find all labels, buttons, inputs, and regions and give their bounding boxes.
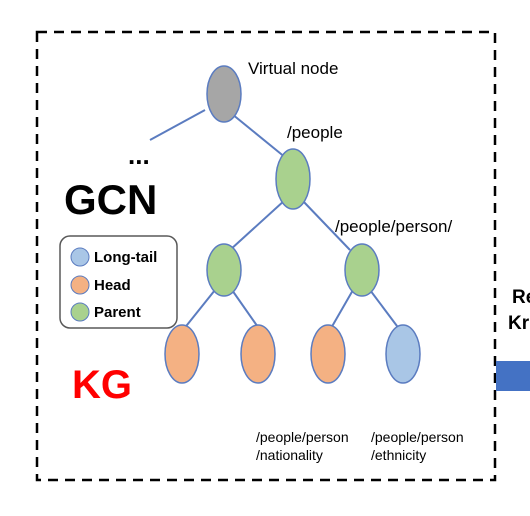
head-leaf-1: [164, 324, 200, 384]
edge-left-parent-to-leaf1: [182, 289, 216, 331]
legend-label-parent: Parent: [94, 304, 141, 321]
legend-swatch-head: [70, 275, 90, 295]
tree-edges: [149, 109, 401, 331]
leaf-nationality-line2: /nationality: [256, 447, 323, 463]
cut-off-blue-bar: [496, 361, 530, 391]
leaf-nationality-line1: /people/person: [256, 429, 349, 445]
ethnicity-node: [385, 324, 421, 384]
virtual-node: [206, 65, 242, 123]
left-parent-node: [206, 243, 242, 297]
edge-virtual-to-people: [231, 113, 287, 159]
edge-people-to-left-parent: [229, 199, 286, 251]
people-person-node: [344, 243, 380, 297]
leaf-ethnicity-line2: /ethnicity: [371, 447, 426, 463]
legend: Long-tail Head Parent: [59, 235, 178, 329]
cut-off-text-line2: Kr: [508, 313, 530, 334]
head-leaf-2: [240, 324, 276, 384]
people-person-label: /people/person/: [335, 217, 452, 236]
edge-people-to-right-parent: [301, 199, 351, 251]
leaf-ethnicity-line1: /people/person: [371, 429, 464, 445]
edge-virtual-to-ellipsis: [149, 109, 206, 141]
edge-left-parent-to-leaf2: [231, 289, 261, 331]
people-node: [275, 148, 311, 210]
kg-label: KG: [72, 363, 132, 407]
legend-swatch-parent: [70, 302, 90, 322]
nationality-node: [310, 324, 346, 384]
legend-swatch-long-tail: [70, 247, 90, 267]
cut-off-text-line1: Re: [512, 287, 530, 308]
legend-label-head: Head: [94, 277, 131, 294]
legend-label-long-tail: Long-tail: [94, 249, 157, 266]
edge-right-parent-to-leaf3: [329, 289, 354, 331]
people-label: /people: [287, 123, 343, 142]
ellipsis-label: ...: [128, 140, 150, 170]
edge-right-parent-to-leaf4: [369, 289, 401, 331]
virtual-node-label: Virtual node: [248, 59, 338, 78]
dashed-frame: [35, 30, 497, 482]
gcn-label: GCN: [64, 176, 157, 223]
